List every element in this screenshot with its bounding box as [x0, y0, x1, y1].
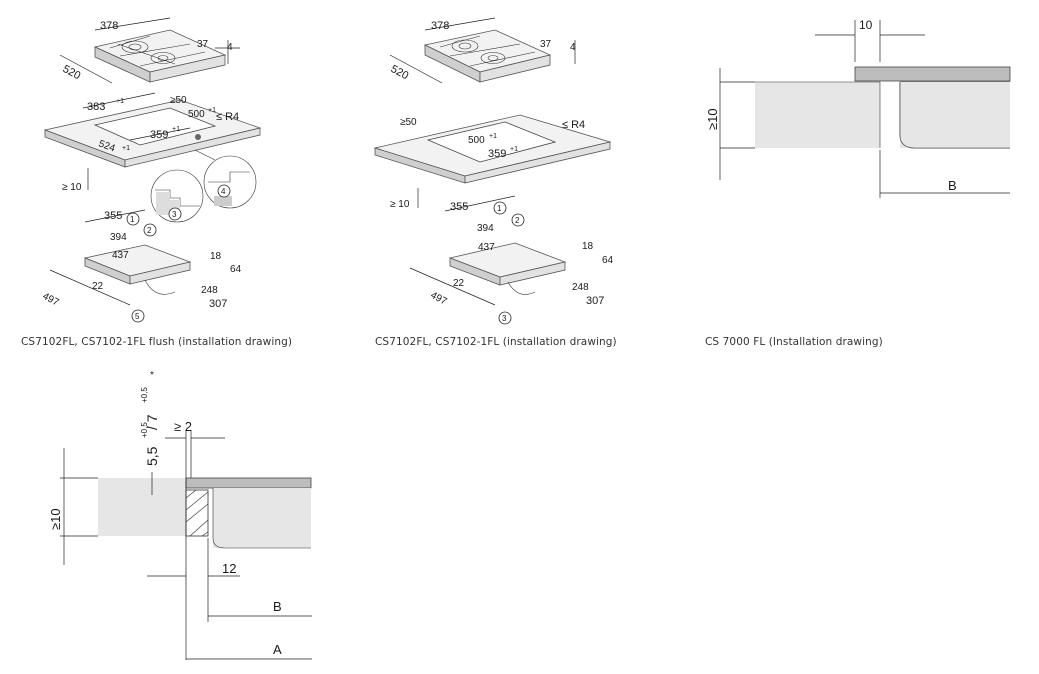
- dim-437: 437: [478, 242, 495, 253]
- svg-text:3: 3: [502, 314, 507, 323]
- dim-520: 520: [389, 63, 411, 82]
- dim-min10-height: ≥10: [705, 108, 720, 130]
- detail-circle-right: [203, 155, 257, 209]
- section-view: [755, 66, 1011, 149]
- dim-394: 394: [110, 232, 127, 243]
- dim-524-tol: +1: [122, 145, 130, 152]
- dim-a: A: [273, 642, 282, 657]
- dim-500-tol: +1: [489, 133, 497, 140]
- callout-1: 1: [126, 212, 140, 226]
- dim-18: 18: [582, 241, 594, 252]
- dim-depth-tol: +0,5: [140, 422, 149, 438]
- svg-text:1: 1: [130, 215, 135, 224]
- dim-r4: ≤ R4: [562, 119, 585, 131]
- svg-text:1: 1: [497, 204, 502, 213]
- caption-standard-drawing: CS7102FL, CS7102-1FL (installation drawi…: [375, 336, 617, 348]
- dim-b: B: [948, 178, 957, 193]
- callout-2: 2: [143, 223, 157, 237]
- callout-3: 3: [168, 207, 182, 221]
- countertop: [373, 114, 612, 184]
- flush-installation-drawing: 378 520 37 4 383 +1 ≥50 500 +1 ≤ R4 359 …: [41, 17, 262, 323]
- dim-520: 520: [61, 63, 83, 82]
- dim-22: 22: [453, 278, 465, 289]
- svg-text:4: 4: [221, 187, 226, 196]
- svg-text:2: 2: [147, 226, 152, 235]
- dim-64: 64: [230, 264, 242, 275]
- cutout-section-drawing: 5,5 +0,5 / 7 +0,5 * ≥ 2 ≥10 12 B A: [48, 370, 312, 660]
- dim-437: 437: [112, 250, 129, 261]
- caption-cs7000-drawing: CS 7000 FL (Installation drawing): [705, 336, 883, 348]
- panel-flush-installation: 378 520 37 4 383 +1 ≥50 500 +1 ≤ R4 359 …: [0, 0, 340, 348]
- dim-307: 307: [586, 295, 604, 307]
- dim-r4: ≤ R4: [216, 111, 239, 123]
- dim-min10: ≥ 10: [390, 199, 410, 210]
- panel-standard-installation: 378 520 37 4 ≥50 500 +1 359 +1 ≤ R4 ≥ 10…: [350, 0, 650, 350]
- dim-378: 378: [431, 20, 449, 32]
- base-unit: [83, 244, 192, 295]
- caption-flush-drawing: CS7102FL, CS7102-1FL flush (installation…: [21, 336, 293, 348]
- dim-500: 500: [468, 135, 485, 146]
- svg-text:2: 2: [515, 216, 520, 225]
- dim-depth: 5,5: [144, 446, 160, 466]
- dim-min10-height: ≥10: [48, 508, 63, 530]
- dim-37: 37: [540, 39, 552, 50]
- svg-text:5: 5: [135, 312, 140, 321]
- dim-355: 355: [104, 210, 122, 222]
- dim-248: 248: [201, 285, 218, 296]
- countertop: [43, 99, 262, 168]
- dim-500-tol: +1: [208, 107, 216, 114]
- dim-4: 4: [570, 42, 576, 53]
- dim-depth-alt-tol: +0,5: [140, 387, 149, 403]
- panel-cs7000-section: 10 ≥10 B CS 7000 FL (Installation drawin…: [690, 0, 1039, 350]
- dim-500: 500: [188, 109, 205, 120]
- dim-b: B: [273, 599, 282, 614]
- burner-grate-icon: [109, 35, 206, 67]
- callout-4: 4: [217, 184, 231, 198]
- dim-307: 307: [209, 298, 227, 310]
- dim-50: ≥50: [170, 95, 187, 106]
- dim-383: 383: [87, 101, 105, 113]
- dim-378: 378: [100, 20, 118, 32]
- dim-359-tol: +1: [510, 146, 518, 153]
- dim-37: 37: [197, 39, 209, 50]
- dim-497: 497: [429, 290, 449, 308]
- dim-gap: ≥ 2: [174, 419, 192, 434]
- dim-248: 248: [572, 282, 589, 293]
- dim-359: 359: [488, 148, 506, 160]
- callout-2: 2: [511, 213, 525, 227]
- dim-359: 359: [150, 129, 168, 141]
- dim-22: 22: [92, 281, 104, 292]
- standard-installation-drawing: 378 520 37 4 ≥50 500 +1 359 +1 ≤ R4 ≥ 10…: [373, 17, 614, 325]
- dim-383-tol: +1: [116, 98, 124, 105]
- dim-4: 4: [227, 42, 233, 53]
- dim-min10: ≥ 10: [62, 182, 82, 193]
- callout-3: 3: [498, 311, 512, 325]
- dim-18: 18: [210, 251, 222, 262]
- section-view: [98, 477, 312, 549]
- cooktop-unit: [423, 29, 552, 83]
- burner-grate-icon: [439, 35, 536, 67]
- base-unit: [448, 242, 567, 295]
- callout-5: 5: [131, 309, 145, 323]
- svg-text:3: 3: [172, 210, 177, 219]
- cs7000-section-drawing: 10 ≥10 B: [705, 18, 1011, 198]
- callout-1: 1: [493, 201, 507, 215]
- dim-depth-alt: / 7: [144, 414, 160, 430]
- dim-12: 12: [222, 561, 236, 576]
- dim-359-tol: +1: [172, 126, 180, 133]
- dim-64: 64: [602, 255, 614, 266]
- panel-cutout-section: 5,5 +0,5 / 7 +0,5 * ≥ 2 ≥10 12 B A: [0, 360, 340, 674]
- dim-497: 497: [41, 291, 61, 309]
- dim-footnote-star: *: [150, 370, 154, 381]
- dim-10: 10: [859, 18, 873, 32]
- dim-355: 355: [450, 201, 468, 213]
- dim-50: ≥50: [400, 117, 417, 128]
- dim-394: 394: [477, 223, 494, 234]
- cooktop-unit: [93, 29, 227, 83]
